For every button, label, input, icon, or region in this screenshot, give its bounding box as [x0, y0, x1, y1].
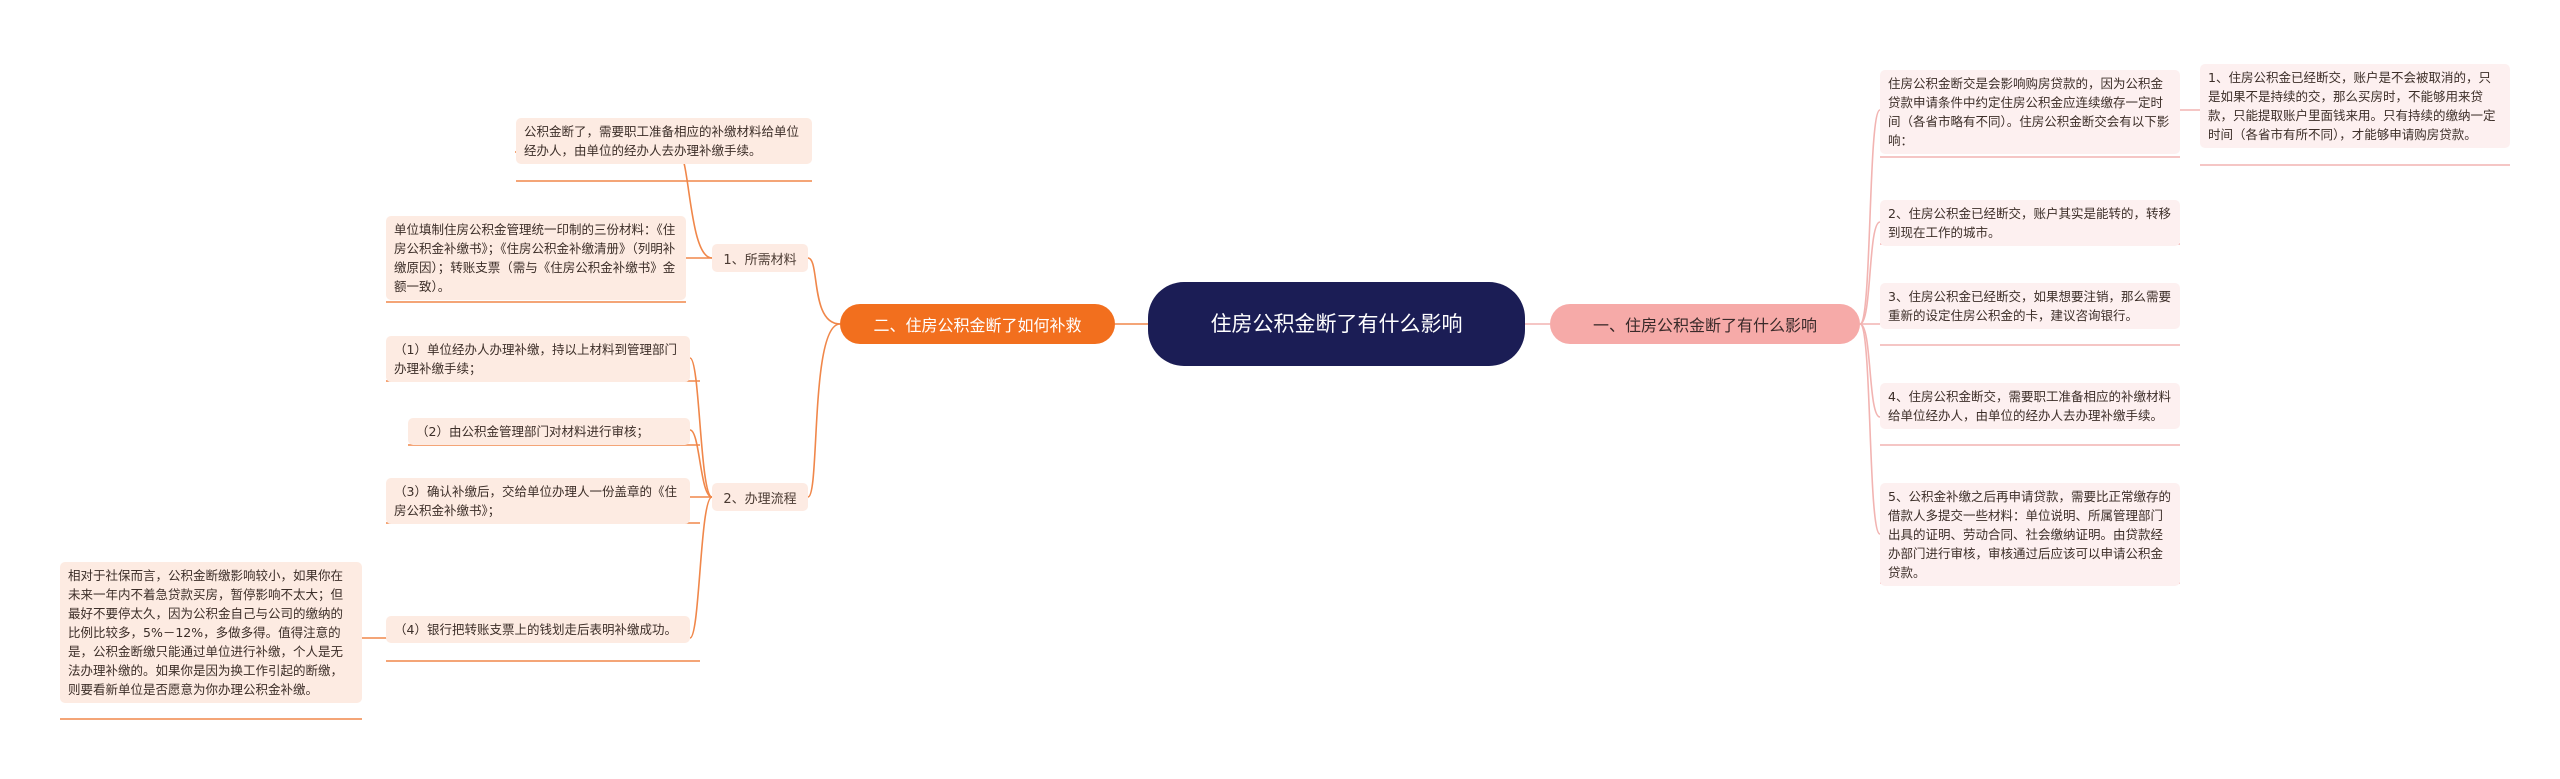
link-right-intro: [1859, 109, 1881, 325]
root-title: 住房公积金断了有什么影响: [1210, 312, 1463, 336]
process-item-2[interactable]: （2）由公积金管理部门对材料进行审核；: [408, 418, 690, 445]
link-process-1: [689, 357, 713, 498]
branch-impact-label: 一、住房公积金断了有什么影响: [1592, 316, 1817, 335]
root-topic[interactable]: 住房公积金断了有什么影响: [1148, 282, 1525, 366]
sub-process-label: 2、办理流程: [723, 491, 797, 507]
process-item-1[interactable]: （1）单位经办人办理补缴，持以上材料到管理部门办理补缴手续；: [386, 336, 690, 382]
process-note[interactable]: 相对于社保而言，公积金断缴影响较小，如果你在未来一年内不着急贷款买房，暂停影响不…: [60, 562, 362, 703]
link-process-2: [689, 429, 713, 498]
materials-item-1[interactable]: 公积金断了，需要职工准备相应的补缴材料给单位经办人，由单位的经办人去办理补缴手续…: [516, 118, 812, 164]
sub-process[interactable]: 2、办理流程: [712, 483, 808, 511]
process-item-4[interactable]: （4）银行把转账支票上的钱划走后表明补缴成功。: [386, 616, 690, 643]
sub-materials-label: 1、所需材料: [723, 252, 797, 268]
branch-remedy[interactable]: 二、住房公积金断了如何补救: [840, 304, 1115, 344]
materials-item-2[interactable]: 单位填制住房公积金管理统一印制的三份材料：《住房公积金补缴书》；《住房公积金补缴…: [386, 216, 686, 300]
impact-item-3[interactable]: 3、住房公积金已经断交，如果想要注销，那么需要重新的设定住房公积金的卡，建议咨询…: [1880, 283, 2180, 329]
link-right-5: [1859, 323, 1881, 535]
link-left-materials: [807, 257, 841, 325]
impact-intro[interactable]: 住房公积金断交是会影响购房贷款的，因为公积金贷款申请条件中约定住房公积金应连续缴…: [1880, 70, 2180, 154]
branch-impact[interactable]: 一、住房公积金断了有什么影响: [1550, 304, 1860, 344]
impact-intro-detail[interactable]: 1、住房公积金已经断交，账户是不会被取消的，只是如果不是持续的交，那么买房时，不…: [2200, 64, 2510, 148]
process-item-3[interactable]: （3）确认补缴后，交给单位办理人一份盖章的《住房公积金补缴书》；: [386, 478, 690, 524]
branch-remedy-label: 二、住房公积金断了如何补救: [873, 316, 1082, 335]
link-left-process: [807, 323, 841, 498]
link-right-2: [1859, 221, 1881, 325]
impact-item-5[interactable]: 5、公积金补缴之后再申请贷款，需要比正常缴存的借款人多提交一些材料：单位说明、所…: [1880, 483, 2180, 586]
link-process-4: [689, 496, 713, 639]
impact-item-2[interactable]: 2、住房公积金已经断交，账户其实是能转的，转移到现在工作的城市。: [1880, 200, 2180, 246]
sub-materials[interactable]: 1、所需材料: [712, 244, 808, 272]
impact-item-4[interactable]: 4、住房公积金断交，需要职工准备相应的补缴材料给单位经办人，由单位的经办人去办理…: [1880, 383, 2180, 429]
link-right-4: [1859, 323, 1881, 418]
